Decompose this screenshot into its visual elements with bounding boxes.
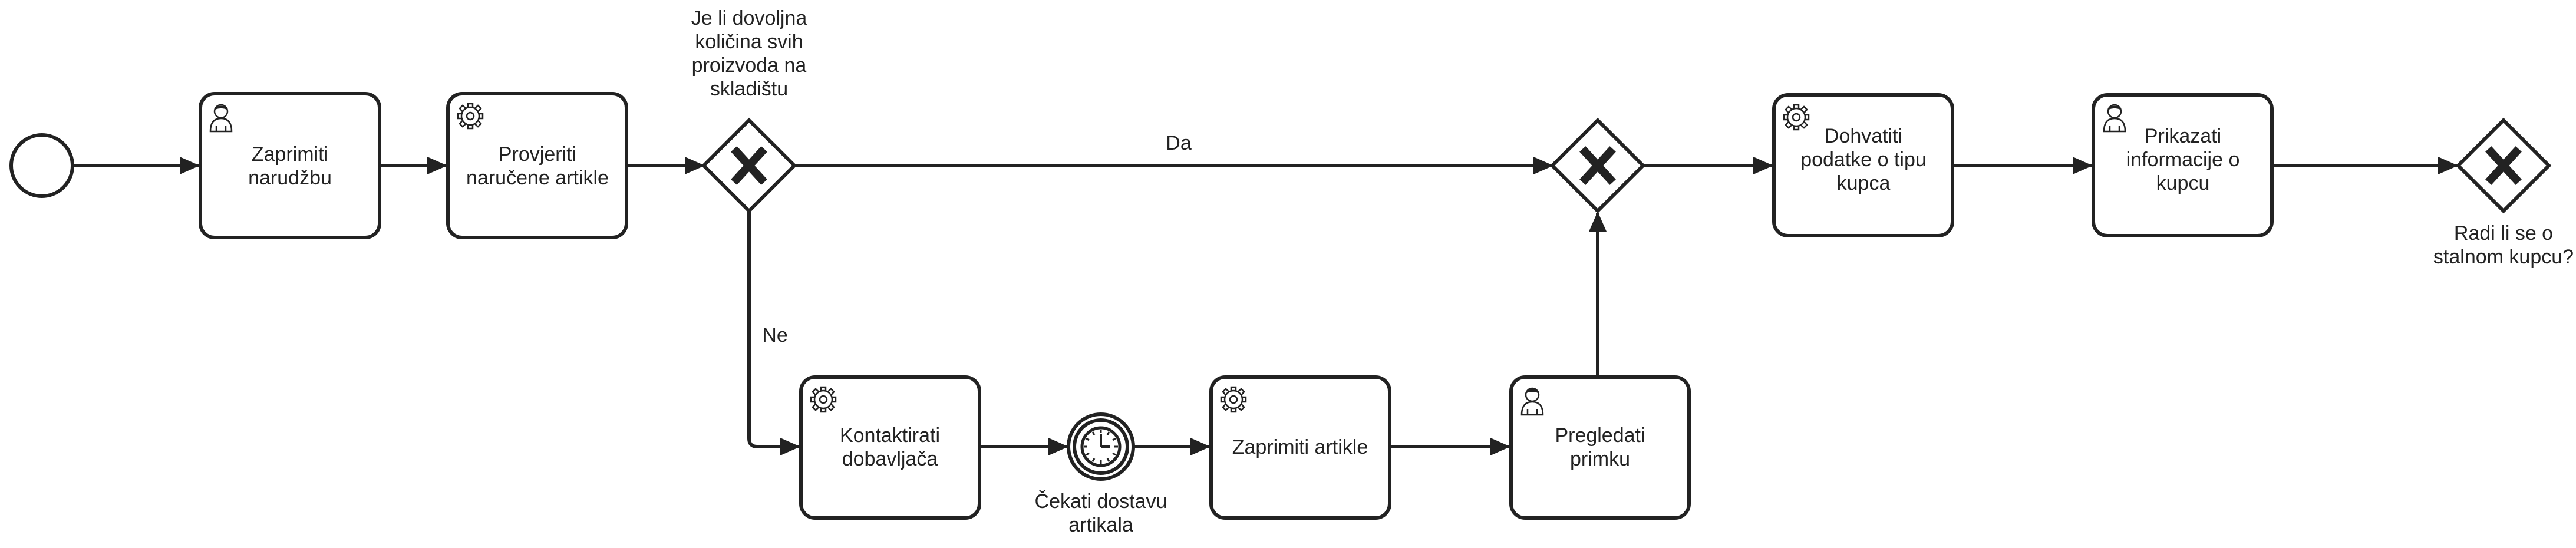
- timer-event-label-1: Čekati dostavu: [1035, 490, 1167, 513]
- task-label: naručene artikle: [466, 167, 609, 189]
- gateway-kolicina-label-2: količina svih: [695, 31, 803, 53]
- flow-label-da: Da: [1166, 132, 1192, 154]
- task-label: Prikazati: [2145, 125, 2221, 147]
- task-dohvatiti-podatke[interactable]: Dohvatiti podatke o tipu kupca: [1772, 93, 1954, 237]
- flow-label-ne: Ne: [762, 324, 787, 346]
- task-label: narudžbu: [248, 167, 332, 189]
- x-icon: [1579, 146, 1616, 185]
- gateway-stalni-kupac-label-2: stalnom kupcu?: [2433, 246, 2574, 268]
- task-label: Dohvatiti: [1825, 125, 1902, 147]
- gateway-kolicina-label-1: Je li dovoljna: [691, 7, 807, 29]
- gateway-merge[interactable]: [1549, 117, 1646, 214]
- x-icon: [731, 146, 767, 185]
- task-label: informacije o: [2126, 148, 2240, 171]
- task-label: Pregledati: [1555, 424, 1645, 447]
- task-pregledati-primku[interactable]: Pregledati primku: [1509, 375, 1691, 520]
- gateway-kolicina-label-4: skladištu: [710, 78, 788, 100]
- task-label: Kontaktirati: [840, 424, 940, 447]
- sequence-flows: [72, 157, 2458, 455]
- x-icon: [2485, 146, 2522, 185]
- clock-icon: [1080, 426, 1122, 467]
- gateway-kolicina-label-3: proizvoda na: [692, 54, 807, 77]
- gateway-kolicina[interactable]: [701, 117, 797, 214]
- task-label: kupcu: [2156, 172, 2210, 194]
- timer-event[interactable]: [1067, 412, 1135, 481]
- task-label: Zaprimiti: [252, 143, 328, 166]
- task-label: Zaprimiti artikle: [1232, 436, 1368, 458]
- start-event[interactable]: [9, 133, 74, 198]
- task-provjeriti-artikle[interactable]: Provjeriti naručene artikle: [446, 92, 628, 239]
- gateway-stalni-kupac[interactable]: [2455, 117, 2552, 214]
- task-kontaktirati-dobavljaca[interactable]: Kontaktirati dobavljača: [799, 375, 981, 520]
- task-label: primku: [1570, 448, 1630, 470]
- gateway-stalni-kupac-label-1: Radi li se o: [2454, 222, 2553, 245]
- task-label: kupca: [1837, 172, 1891, 194]
- task-zaprimiti-narudzbu[interactable]: Zaprimiti narudžbu: [199, 92, 381, 239]
- task-zaprimiti-artikle[interactable]: Zaprimiti artikle: [1209, 375, 1391, 520]
- timer-event-label-2: artikala: [1068, 514, 1133, 536]
- task-label: Provjeriti: [499, 143, 576, 166]
- task-label: podatke o tipu: [1800, 148, 1927, 171]
- task-label: dobavljača: [842, 448, 938, 470]
- flow-ne: [747, 211, 800, 455]
- task-prikazati-informacije[interactable]: Prikazati informacije o kupcu: [2092, 93, 2274, 237]
